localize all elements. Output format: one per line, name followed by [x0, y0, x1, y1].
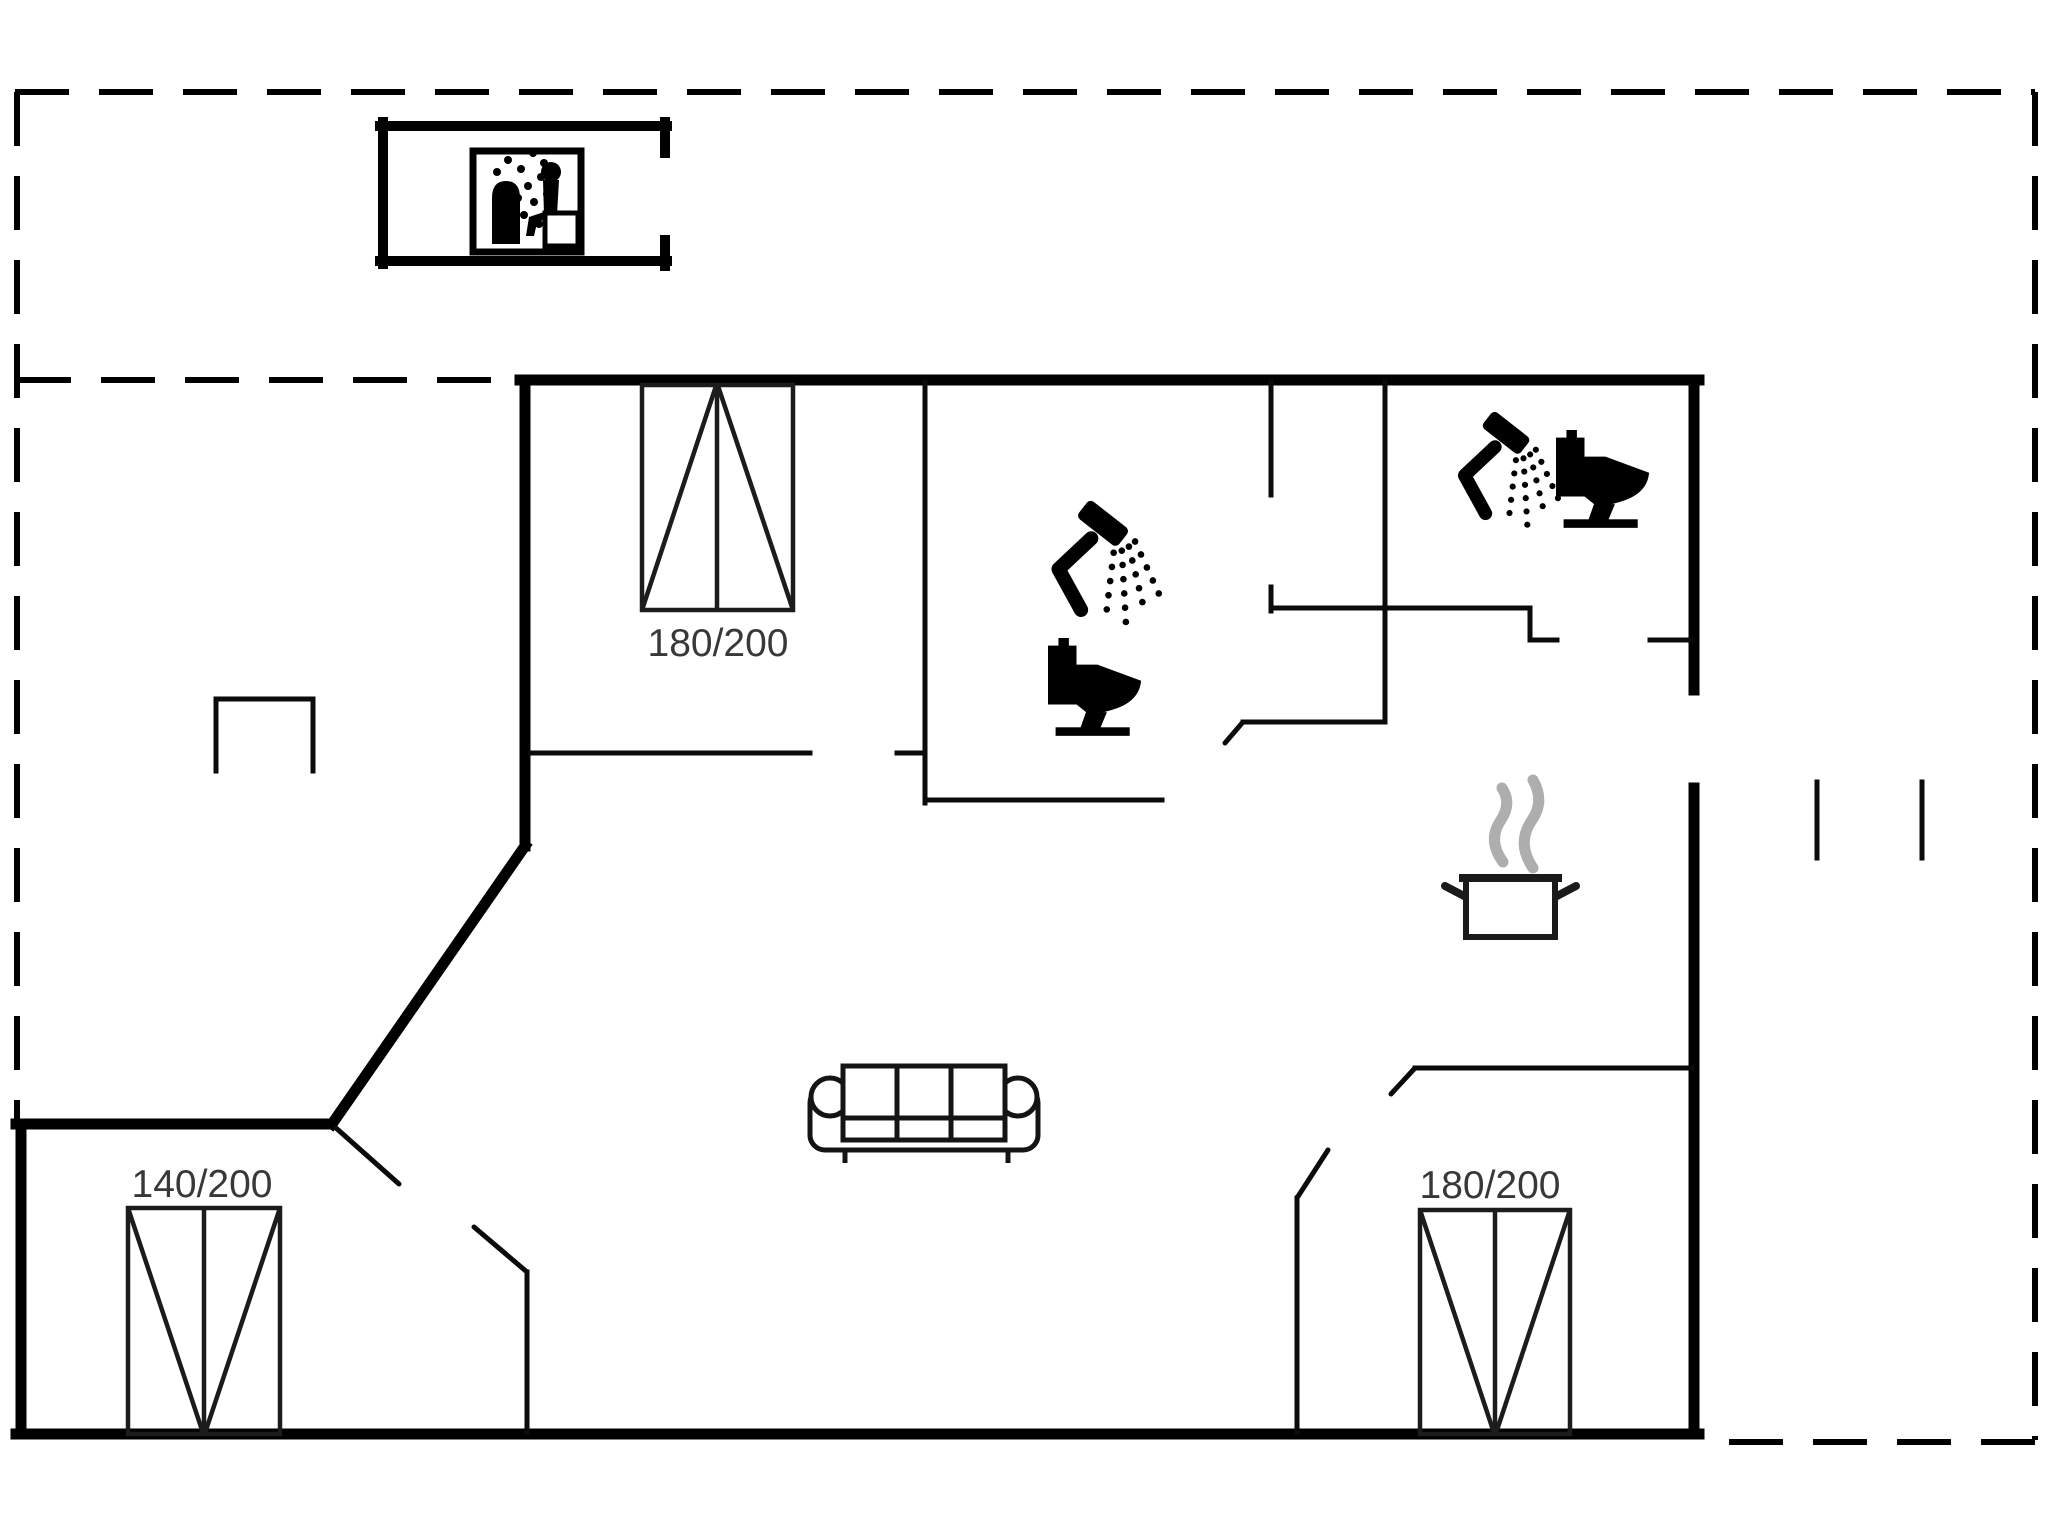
house-outer-walls — [10, 374, 1705, 1440]
double-bed-top — [639, 382, 796, 613]
chimney-outline — [213, 696, 316, 774]
bed-size-label-top: 180/200 — [648, 622, 789, 665]
bed-size-label-bottom-left: 140/200 — [132, 1163, 273, 1206]
steam-icon — [1489, 774, 1545, 874]
bed-diagonals — [639, 385, 796, 611]
sofa-cushion-dividers — [894, 1066, 954, 1140]
toilet-icon — [1556, 430, 1650, 528]
wall-diagonal-entry — [324, 838, 533, 1132]
interior-walls — [213, 379, 1925, 1435]
bathroom-middle-icons — [1048, 499, 1162, 736]
bed-diagonals — [125, 1207, 283, 1434]
door-leaf-bedroom3-west — [1294, 1147, 1331, 1201]
door-leaf-entry — [333, 1125, 402, 1187]
door-leaves — [333, 719, 1418, 1275]
toilet-icon — [1048, 638, 1142, 736]
door-leaf-hall — [1222, 719, 1246, 746]
shower-icon — [1465, 410, 1561, 525]
bed-size-label-bottom-right: 180/200 — [1420, 1164, 1561, 1207]
sauna-icon — [469, 147, 585, 256]
dashed-boundary — [14, 89, 2038, 1445]
door-leaf-bedroom2 — [471, 1224, 530, 1275]
sofa-icon — [807, 1063, 1041, 1163]
cooking-pot-icon — [1441, 874, 1580, 940]
sauna-person — [526, 162, 561, 236]
sauna-bench — [542, 210, 581, 249]
door-leaf-bedroom3 — [1388, 1065, 1418, 1097]
bathroom-right-icons — [1465, 410, 1650, 528]
bed-diagonals — [1417, 1209, 1573, 1434]
sauna-heater — [492, 181, 520, 244]
shower-icon — [1059, 499, 1162, 622]
sofa-back — [840, 1063, 1008, 1143]
kitchen-area — [1441, 774, 1580, 940]
double-bed-bottom-right — [1417, 1207, 1573, 1437]
double-bed-bottom-left — [125, 1205, 283, 1437]
sauna-cabin — [375, 117, 672, 271]
